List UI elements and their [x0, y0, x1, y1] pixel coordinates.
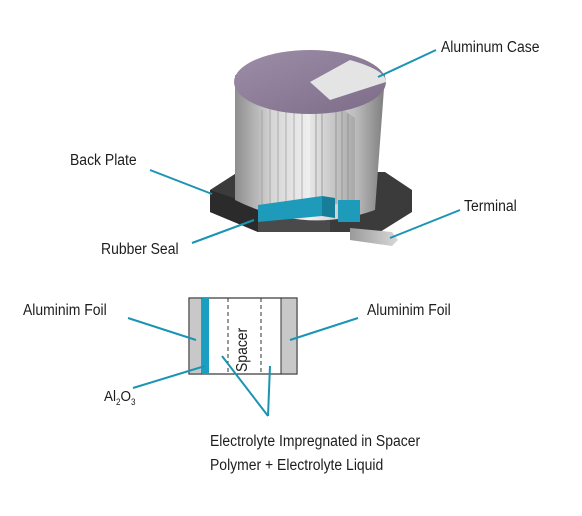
aluminim-foil-right-label: Aluminim Foil [367, 302, 451, 319]
electrolyte-line-1: Electrolyte Impregnated in Spacer [210, 433, 421, 450]
al2o3-label: Al2O3 [104, 388, 136, 411]
terminal-label: Terminal [464, 198, 517, 215]
cross-section-shape [188, 297, 298, 375]
electrolyte-line-2: Polymer + Electrolyte Liquid [210, 457, 384, 474]
aluminum-case-label: Aluminum Case [441, 39, 540, 56]
al2o3-sub1: 2 [116, 397, 121, 407]
electrolyte-label: Electrolyte Impregnated in Spacer Polyme… [210, 430, 420, 478]
back-plate-label: Back Plate [70, 152, 137, 169]
al2o3-sub2: 3 [131, 397, 136, 407]
leader-lines-top [149, 49, 461, 244]
rubber-seal-shape [258, 196, 360, 222]
aluminum-case-shape [234, 50, 386, 221]
leader-lines-bottom [127, 317, 359, 417]
terminal-shape [350, 228, 398, 246]
aluminim-foil-left-label: Aluminim Foil [23, 302, 107, 319]
rubber-seal-label: Rubber Seal [101, 241, 179, 258]
al2o3-o: O [120, 388, 132, 405]
spacer-label: Spacer [234, 327, 251, 372]
al2o3-al: Al [104, 388, 117, 405]
